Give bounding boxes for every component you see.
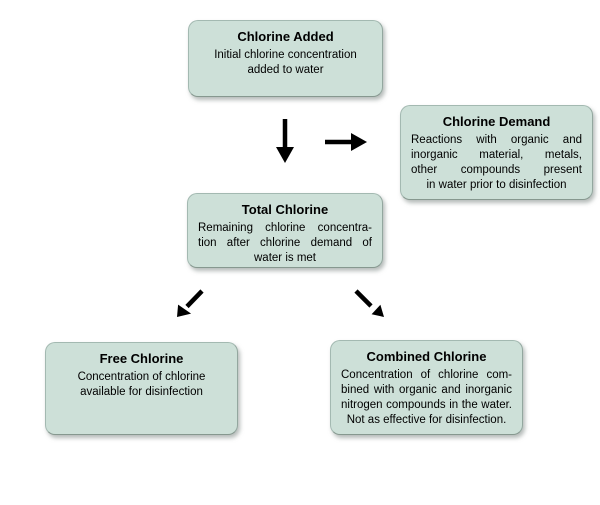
box-body: Remaining chlorine concentra-tion after … <box>198 222 372 264</box>
box-combined-chlorine: Combined Chlorine Concentration of chlor… <box>330 340 523 435</box>
box-body: Concentration of chlorine com-bined with… <box>341 369 512 426</box>
box-total-chlorine: Total Chlorine Remaining chlorine concen… <box>187 193 383 268</box>
box-title: Total Chlorine <box>241 202 329 217</box>
box-title: Combined Chlorine <box>366 349 487 364</box>
arrow-right-icon <box>325 133 367 151</box>
box-chlorine-added: Chlorine Added Initial chlorine concentr… <box>188 20 383 97</box>
box-chlorine-demand: Chlorine Demand Reactions with organic a… <box>400 105 593 200</box>
arrow-down-right-icon <box>354 289 384 317</box>
arrow-down-icon <box>276 119 294 163</box>
box-title: Chlorine Added <box>237 29 334 44</box>
arrow-down-left-icon <box>177 289 204 317</box>
box-title: Chlorine Demand <box>442 114 551 129</box>
box-title: Free Chlorine <box>99 351 184 366</box>
